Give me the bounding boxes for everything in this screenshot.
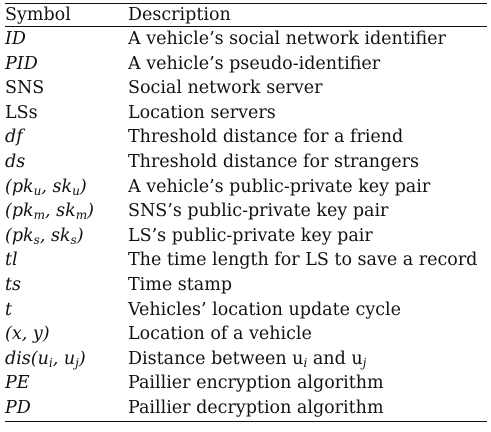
symbol-cell: df	[5, 127, 23, 148]
table-header-rule	[5, 26, 487, 27]
header-description: Description	[128, 5, 231, 25]
symbol-cell: (pkm, skm)	[5, 201, 94, 223]
table-row: (pku, sku) A vehicle’s public-private key…	[5, 175, 487, 200]
symbol-cell: (x, y)	[5, 324, 50, 345]
table-bottom-rule	[5, 420, 487, 422]
description-cell: Threshold distance for strangers	[128, 151, 419, 172]
notation-table: Symbol Description ID A vehicle’s social …	[5, 3, 487, 422]
symbol-cell: ts	[5, 274, 22, 295]
symbol-cell: PID	[5, 53, 38, 74]
description-cell: A vehicle’s social network identifier	[128, 29, 446, 49]
table-row: dis(ui, uj) Distance between ui and uj	[5, 347, 487, 372]
symbol-cell: SNS	[5, 78, 45, 99]
symbol-cell: PD	[5, 397, 31, 418]
symbol-cell: (pku, sku)	[5, 176, 87, 198]
symbol-cell: LSs	[5, 102, 38, 123]
description-cell: Threshold distance for a friend	[128, 127, 404, 148]
symbol-cell: PE	[5, 373, 30, 394]
table-row: df Threshold distance for a friend	[5, 125, 487, 150]
description-cell: SNS’s public-private key pair	[128, 201, 389, 222]
symbol-cell: ds	[5, 151, 26, 172]
description-cell: Location servers	[128, 102, 276, 123]
table-row: (pkm, skm) SNS’s public-private key pair	[5, 199, 487, 224]
description-cell: Location of a vehicle	[128, 324, 312, 345]
table-top-rule	[5, 3, 487, 4]
table-row: PID A vehicle’s pseudo-identifier	[5, 52, 487, 77]
description-cell: The time length for LS to save a record	[128, 250, 478, 271]
symbol-cell: tl	[5, 250, 18, 271]
table-row: ID A vehicle’s social network identifier	[5, 27, 487, 52]
description-cell: Time stamp	[128, 274, 233, 295]
table-header-row: Symbol Description	[5, 4, 487, 26]
table-row: tl The time length for LS to save a recor…	[5, 248, 487, 273]
description-cell: Paillier encryption algorithm	[128, 373, 384, 394]
table-row: PD Paillier decryption algorithm	[5, 396, 487, 421]
description-cell: LS’s public-private key pair	[128, 225, 373, 246]
table-row: (pks, sks) LS’s public-private key pair	[5, 224, 487, 249]
description-cell: A vehicle’s pseudo-identifier	[128, 53, 381, 74]
table-row: (x, y) Location of a vehicle	[5, 322, 487, 347]
table-row: ts Time stamp	[5, 273, 487, 298]
table-row: PE Paillier encryption algorithm	[5, 371, 487, 396]
description-cell: Paillier decryption algorithm	[128, 397, 384, 418]
description-cell: A vehicle’s public-private key pair	[128, 176, 431, 197]
table-row: ds Threshold distance for strangers	[5, 150, 487, 175]
symbol-cell: t	[5, 299, 13, 320]
symbol-cell: ID	[5, 29, 26, 49]
header-symbol: Symbol	[5, 5, 71, 25]
table-row: SNS Social network server	[5, 76, 487, 101]
table-row: t Vehicles’ location update cycle	[5, 298, 487, 323]
table-row: LSs Location servers	[5, 101, 487, 126]
description-cell: Distance between ui and uj	[128, 348, 367, 370]
symbol-cell: (pks, sks)	[5, 225, 84, 247]
description-cell: Vehicles’ location update cycle	[128, 299, 401, 320]
symbol-cell: dis(ui, uj)	[5, 348, 86, 370]
description-cell: Social network server	[128, 78, 323, 99]
